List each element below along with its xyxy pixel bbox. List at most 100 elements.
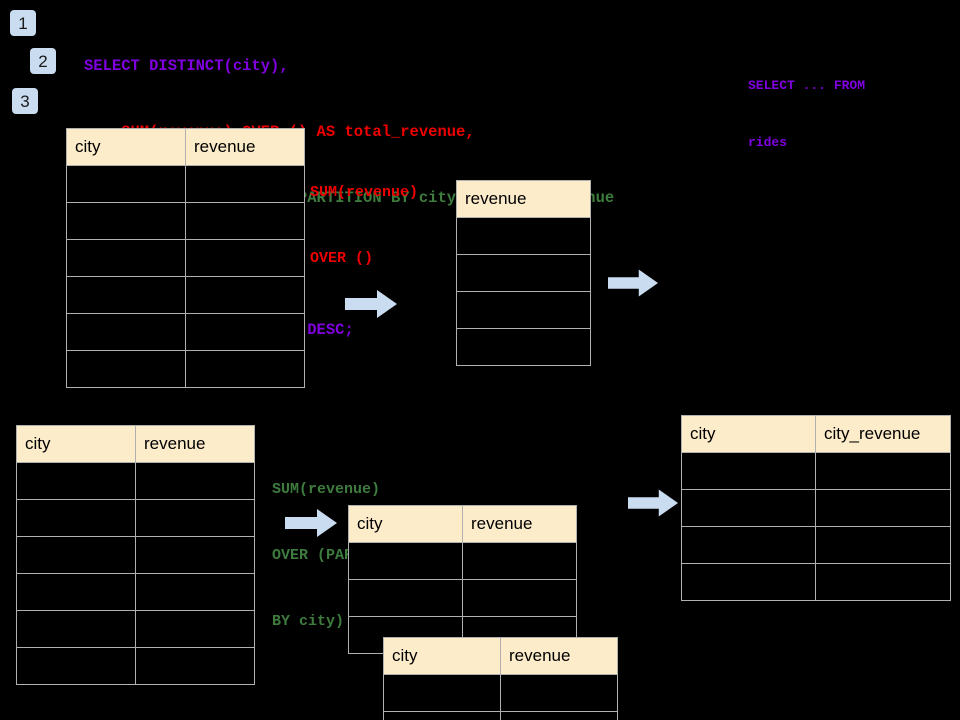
annotation-line-1: SUM(revenue)	[310, 184, 419, 201]
cell-revenue	[135, 573, 255, 611]
column-header-revenue: revenue	[462, 505, 577, 543]
cell-city	[348, 542, 463, 580]
cell-city	[681, 563, 816, 601]
cell-city	[383, 674, 501, 712]
table-row	[66, 313, 305, 351]
column-header-city-revenue: city_revenue	[815, 415, 951, 453]
cell-revenue	[135, 647, 255, 685]
table-partition-group-a: city revenue	[348, 505, 577, 654]
cell-city-revenue	[815, 489, 951, 527]
cell-city	[16, 536, 136, 574]
table-header-row: revenue	[456, 180, 591, 218]
table-header-row: city revenue	[16, 425, 255, 463]
cell-city	[16, 462, 136, 500]
annotation-line-3: BY city)	[272, 613, 345, 630]
table-row	[348, 579, 577, 617]
table-row	[66, 276, 305, 314]
cell-revenue	[456, 217, 591, 255]
cell-city	[16, 610, 136, 648]
step-badge-1: 1	[10, 10, 36, 36]
cell-city-revenue	[815, 526, 951, 564]
table-row	[681, 452, 951, 490]
cell-city	[16, 573, 136, 611]
step-badge-3-label: 3	[20, 91, 30, 111]
table-row	[348, 542, 577, 580]
side-note-line-2: rides	[748, 135, 788, 150]
annotation-line-1: SUM(revenue)	[272, 481, 381, 498]
column-header-city: city	[16, 425, 136, 463]
table-row	[66, 165, 305, 203]
table-row	[16, 536, 255, 574]
cell-city	[16, 647, 136, 685]
table-total-revenue: revenue	[456, 180, 591, 366]
table-rides-top: city revenue	[66, 128, 305, 388]
column-header-city: city	[348, 505, 463, 543]
cell-revenue	[185, 165, 305, 203]
table-row	[456, 328, 591, 366]
cell-city	[348, 579, 463, 617]
cell-revenue	[185, 239, 305, 277]
cell-revenue	[185, 350, 305, 388]
cell-city	[383, 711, 501, 720]
cell-city	[66, 350, 186, 388]
cell-revenue	[185, 313, 305, 351]
table-row	[681, 563, 951, 601]
cell-city	[681, 489, 816, 527]
table-header-row: city revenue	[66, 128, 305, 166]
table-row	[16, 499, 255, 537]
cell-city-revenue	[815, 563, 951, 601]
cell-revenue	[500, 711, 618, 720]
table-row	[66, 202, 305, 240]
cell-revenue	[185, 276, 305, 314]
column-header-city: city	[681, 415, 816, 453]
table-row	[383, 674, 618, 712]
cell-city	[681, 526, 816, 564]
cell-revenue	[456, 328, 591, 366]
flow-arrow-icon	[345, 290, 397, 318]
annotation-line-2: OVER ()	[310, 250, 374, 267]
cell-revenue	[456, 254, 591, 292]
cell-city-revenue	[815, 452, 951, 490]
table-row	[16, 573, 255, 611]
cell-city	[16, 499, 136, 537]
cell-revenue	[185, 202, 305, 240]
table-row	[66, 239, 305, 277]
column-header-revenue: revenue	[456, 180, 591, 218]
column-header-revenue: revenue	[185, 128, 305, 166]
step-badge-2-label: 2	[38, 51, 48, 71]
table-rides-bottom: city revenue	[16, 425, 255, 685]
table-row	[681, 526, 951, 564]
column-header-revenue: revenue	[135, 425, 255, 463]
annotation-sum-over-empty: SUM(revenue) OVER ()	[310, 138, 418, 314]
flow-arrow-icon	[285, 509, 337, 537]
cell-revenue	[135, 536, 255, 574]
table-header-row: city revenue	[348, 505, 577, 543]
side-note-line-1: SELECT ... FROM	[748, 78, 866, 93]
table-row	[383, 711, 618, 720]
cell-revenue	[135, 610, 255, 648]
column-header-city: city	[383, 637, 501, 675]
cell-revenue	[462, 579, 577, 617]
step-badge-3: 3	[12, 88, 38, 114]
side-note-select-from-rides: SELECT ... FROM rides	[748, 38, 865, 190]
cell-city	[66, 165, 186, 203]
step-badge-1-label: 1	[18, 13, 28, 33]
sql-line-select: SELECT DISTINCT(city),	[84, 57, 289, 75]
table-row	[16, 647, 255, 685]
table-partition-group-b: city revenue	[383, 637, 618, 720]
table-row	[456, 217, 591, 255]
table-row	[16, 610, 255, 648]
cell-revenue	[456, 291, 591, 329]
cell-city	[66, 313, 186, 351]
cell-city	[681, 452, 816, 490]
table-header-row: city revenue	[383, 637, 618, 675]
cell-revenue	[462, 542, 577, 580]
step-badge-2: 2	[30, 48, 56, 74]
cell-city	[66, 202, 186, 240]
table-row	[681, 489, 951, 527]
table-row	[66, 350, 305, 388]
cell-city	[66, 239, 186, 277]
column-header-revenue: revenue	[500, 637, 618, 675]
cell-revenue	[135, 499, 255, 537]
